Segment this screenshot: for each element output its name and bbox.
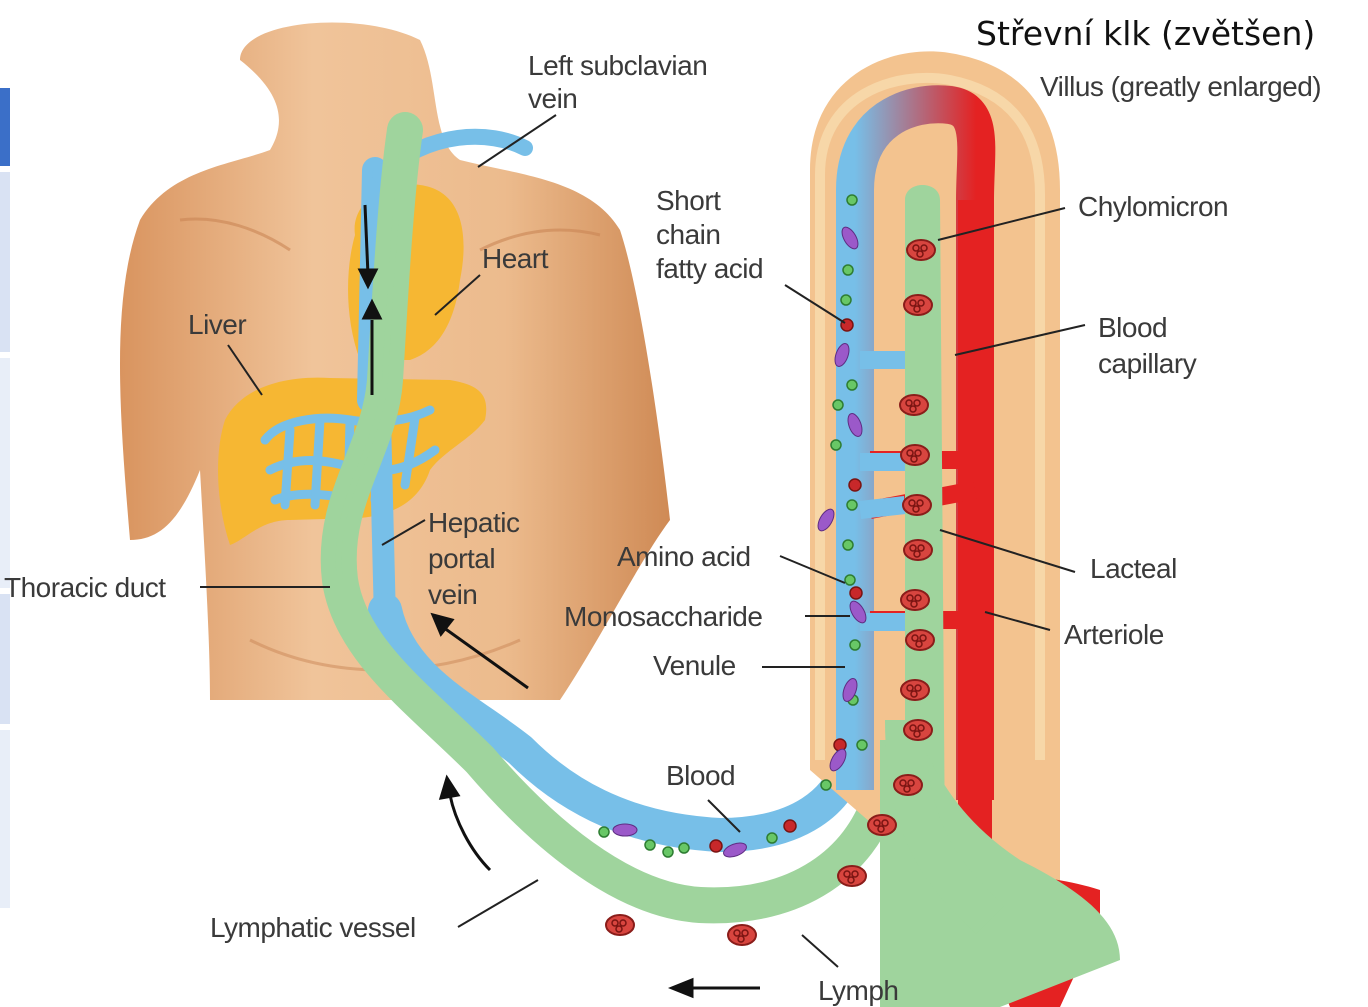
label-short-chain-line1: Short [656, 185, 721, 216]
label-lymphatic-vessel: Lymphatic vessel [210, 912, 416, 943]
label-amino-acid: Amino acid [617, 541, 751, 572]
label-left-subclavian-line2: vein [528, 83, 577, 114]
label-left-subclavian-line1: Left subclavian [528, 50, 707, 81]
label-heart: Heart [482, 243, 549, 274]
label-short-chain-line2: chain [656, 219, 720, 250]
label-thoracic-duct: Thoracic duct [4, 572, 166, 603]
label-venule: Venule [653, 650, 736, 681]
label-hepatic-line2: portal [428, 543, 495, 574]
label-hepatic-line3: vein [428, 579, 477, 610]
label-lacteal: Lacteal [1090, 553, 1177, 584]
label-liver: Liver [188, 309, 246, 340]
label-blood: Blood [666, 760, 735, 791]
label-villus: Villus (greatly enlarged) [1040, 71, 1321, 102]
label-chylomicron: Chylomicron [1078, 191, 1228, 222]
label-monosaccharide: Monosaccharide [564, 601, 762, 632]
label-short-chain-line3: fatty acid [656, 253, 763, 284]
label-arteriole: Arteriole [1064, 619, 1164, 650]
label-lymph: Lymph [818, 975, 899, 1006]
label-blood-capillary-line1: Blood [1098, 312, 1167, 343]
slide-title: Střevní klk (zvětšen) [976, 14, 1315, 53]
label-hepatic-line1: Hepatic [428, 507, 520, 538]
label-blood-capillary-line2: capillary [1098, 348, 1197, 379]
